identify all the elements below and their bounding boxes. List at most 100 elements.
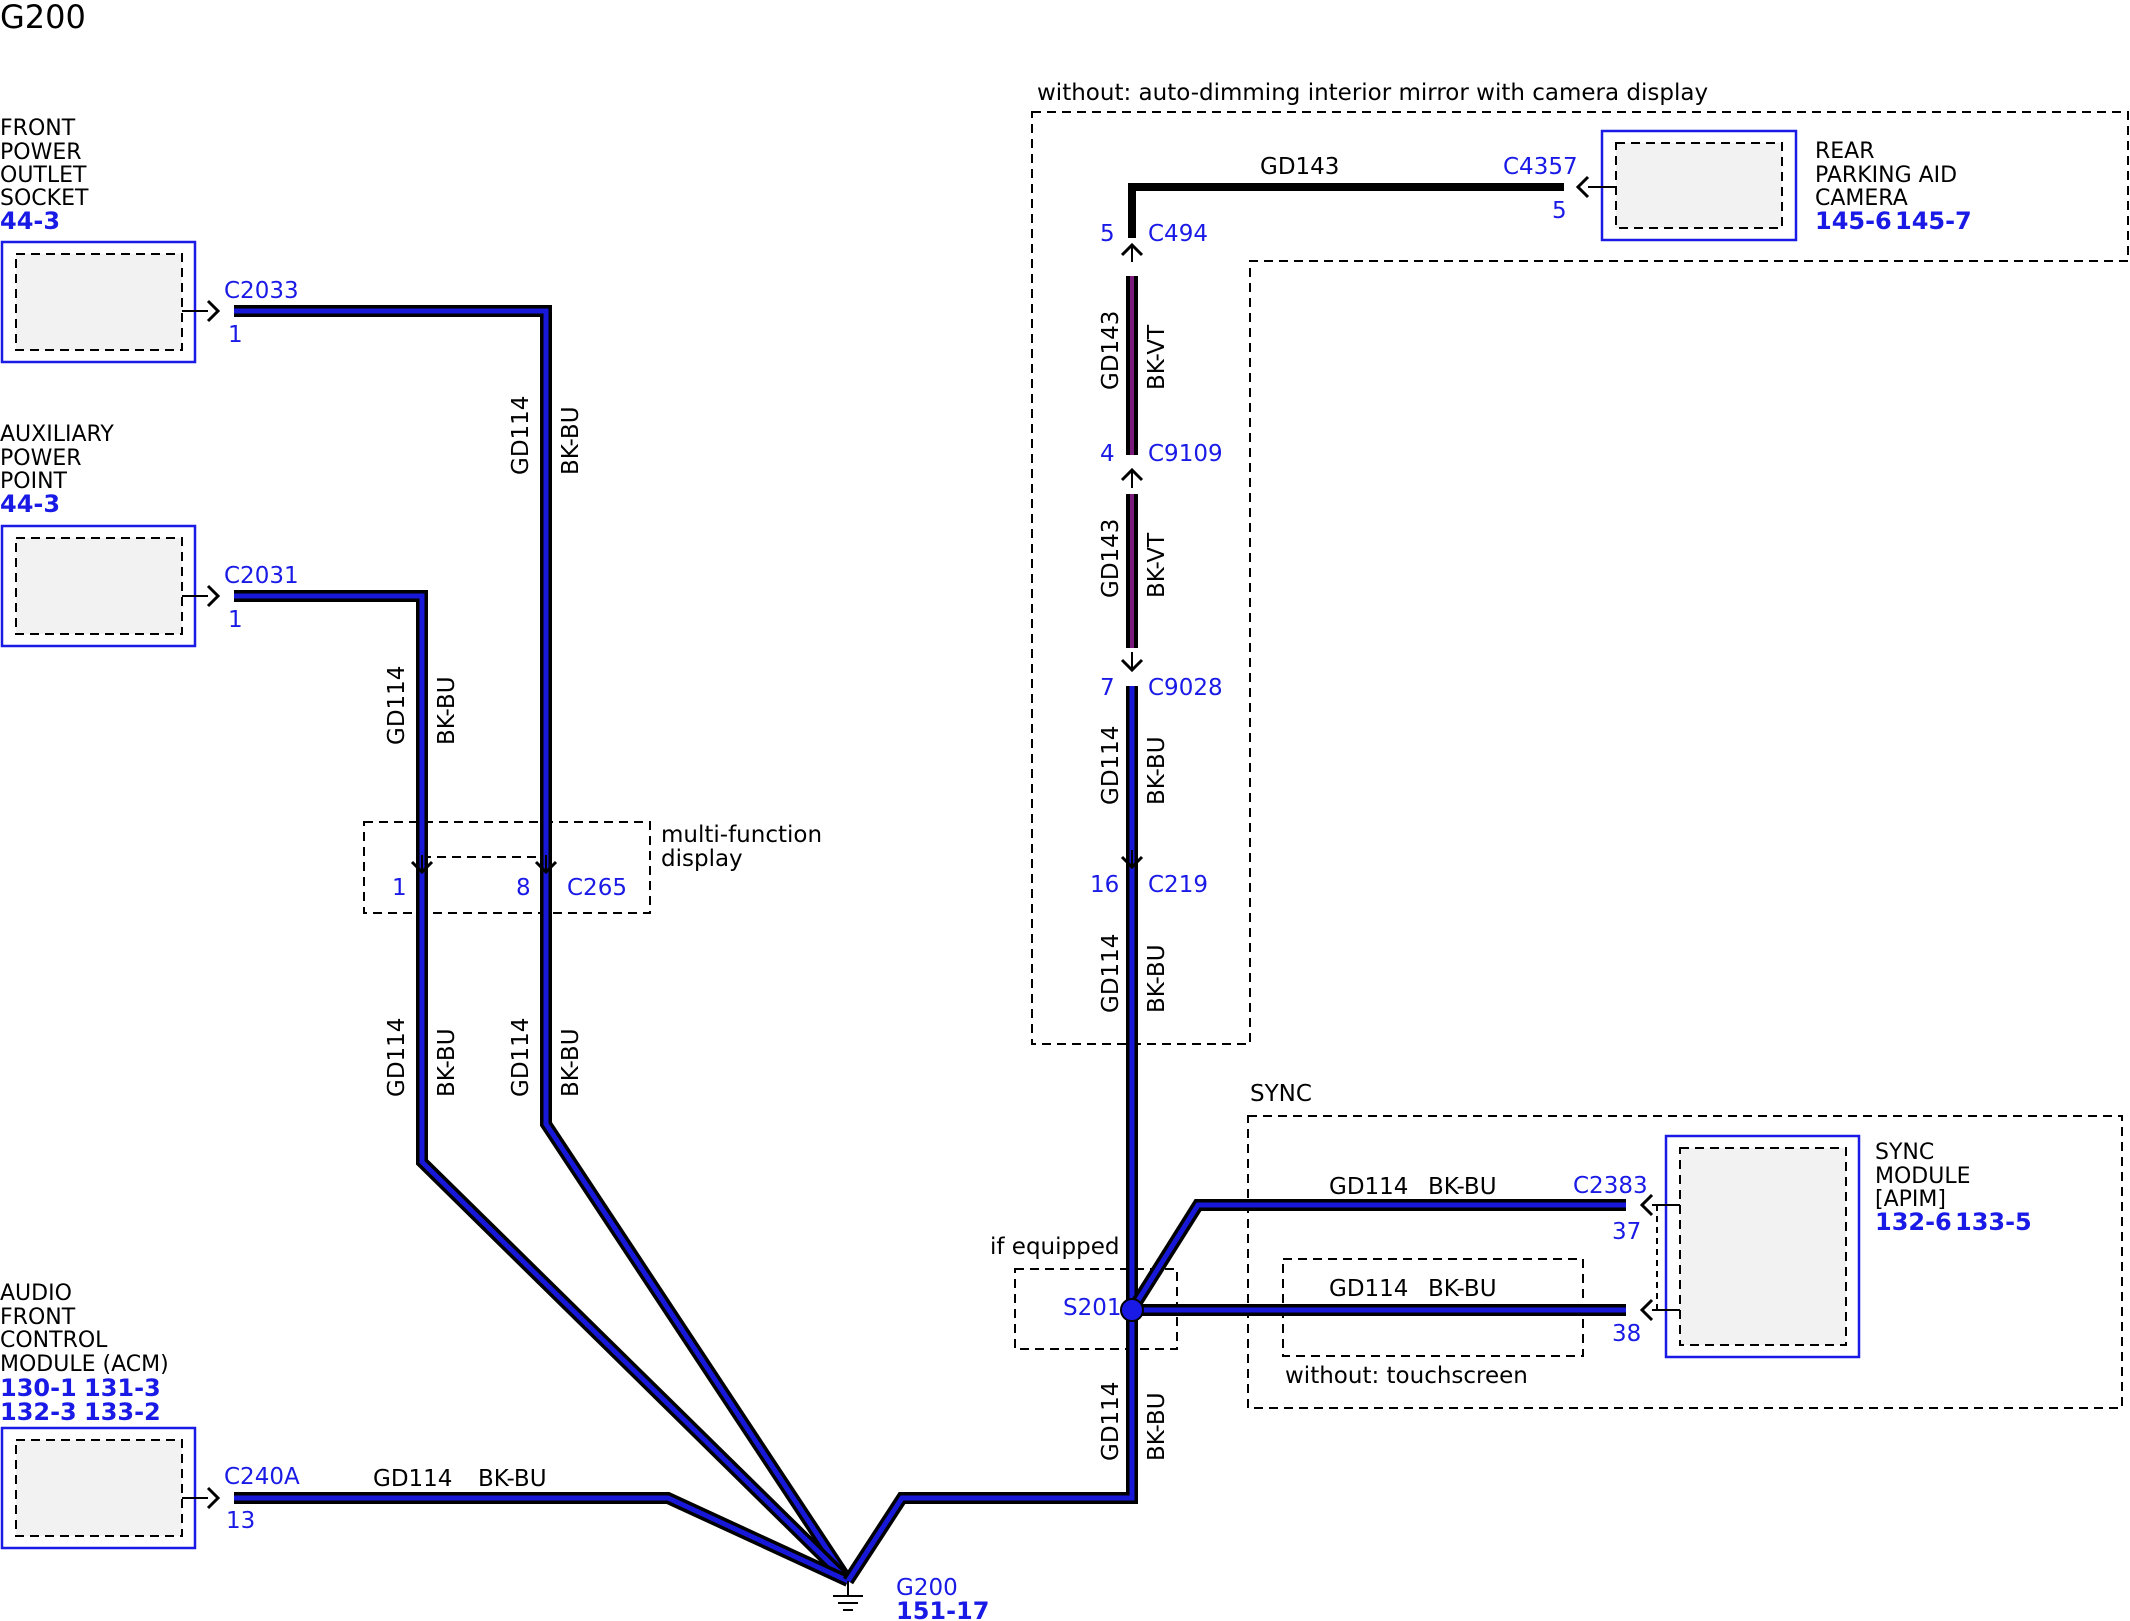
ground-g200-ref: 151-17 xyxy=(896,1597,989,1621)
svg-text:OUTLET: OUTLET xyxy=(0,163,87,188)
svg-text:POINT: POINT xyxy=(0,469,68,494)
wire-label-gd143-upper: GD143 xyxy=(1098,311,1124,390)
connector-c2031: C2031 xyxy=(224,563,299,589)
svg-text:MODULE (ACM): MODULE (ACM) xyxy=(0,1352,169,1377)
svg-text:MODULE: MODULE xyxy=(1875,1164,1971,1189)
connector-c494: C494 xyxy=(1148,221,1208,247)
diagram-title: G200 xyxy=(0,0,86,36)
wire-label-bkbu-sync37: BK-BU xyxy=(1428,1174,1497,1200)
wire-label-bkvt-lower: BK-VT xyxy=(1144,532,1170,598)
connector-c2383: C2383 xyxy=(1573,1173,1648,1199)
sync-region xyxy=(1247,1115,2123,1409)
svg-text:REAR: REAR xyxy=(1815,139,1875,164)
svg-text:POWER: POWER xyxy=(0,446,82,471)
camera-condition-label: without: auto-dimming interior mirror wi… xyxy=(1037,80,1708,106)
wire-label-gd114-c9028: GD114 xyxy=(1098,726,1124,805)
camera-condition-region xyxy=(1031,111,2129,1045)
multi-function-display-region xyxy=(363,821,651,914)
svg-text:AUDIO: AUDIO xyxy=(0,1281,72,1306)
svg-text:POWER: POWER xyxy=(0,140,82,165)
svg-text:44-3: 44-3 xyxy=(0,207,60,235)
connector-c219: C219 xyxy=(1148,872,1208,898)
wire-label-gd114-sync38: GD114 xyxy=(1329,1276,1408,1302)
connector-c240a: C240A xyxy=(224,1464,300,1490)
wire-label-bkvt-upper: BK-VT xyxy=(1144,324,1170,390)
wire-label-gd114-acm: GD114 xyxy=(373,1466,452,1492)
connector-c9028: C9028 xyxy=(1148,675,1223,701)
pin-c2383-37: 37 xyxy=(1612,1219,1641,1245)
splice-s201-label: S201 xyxy=(1063,1295,1122,1321)
wire-label-bkbu-s201: BK-BU xyxy=(1144,1392,1170,1461)
auxiliary-power-point-component xyxy=(0,524,221,648)
sync-region-label: SYNC xyxy=(1250,1081,1312,1107)
pin-c494: 5 xyxy=(1100,221,1115,247)
wire-label-gd114-front-outlet: GD114 xyxy=(508,396,534,475)
wire-label-bkbu-acm: BK-BU xyxy=(478,1466,547,1492)
svg-text:132-6: 132-6 xyxy=(1875,1208,1952,1236)
if-equipped-label: if equipped xyxy=(990,1234,1119,1260)
wire-label-gd114-c219: GD114 xyxy=(1098,934,1124,1013)
connector-c9109: C9109 xyxy=(1148,441,1223,467)
without-touchscreen-label: without: touchscreen xyxy=(1285,1363,1528,1389)
sync-module-component xyxy=(1639,1134,1861,1359)
pin-c2031: 1 xyxy=(228,607,243,633)
multi-function-display-label-1: multi-function xyxy=(661,822,822,848)
pin-c2383-38: 38 xyxy=(1612,1321,1641,1347)
audio-front-control-module-label: AUDIO FRONT CONTROL MODULE (ACM) 130-1 1… xyxy=(0,1281,169,1426)
wire-label-bkbu-aux: BK-BU xyxy=(434,676,460,745)
svg-text:133-2: 133-2 xyxy=(84,1398,161,1426)
wire-harness xyxy=(234,183,1626,1587)
svg-text:SYNC: SYNC xyxy=(1875,1140,1934,1165)
connector-c2033: C2033 xyxy=(224,278,299,304)
pin-c240a: 13 xyxy=(226,1508,255,1534)
svg-text:CONTROL: CONTROL xyxy=(0,1328,108,1353)
svg-text:145-7: 145-7 xyxy=(1895,207,1972,235)
svg-text:SOCKET: SOCKET xyxy=(0,186,89,211)
svg-text:FRONT: FRONT xyxy=(0,1305,76,1330)
pin-c265-1: 1 xyxy=(392,875,407,901)
wire-label-bkbu-display-pin1: BK-BU xyxy=(434,1028,460,1097)
svg-text:131-3: 131-3 xyxy=(84,1374,161,1402)
wire-label-gd114-sync37: GD114 xyxy=(1329,1174,1408,1200)
svg-text:CAMERA: CAMERA xyxy=(1815,186,1908,211)
svg-text:AUXILIARY: AUXILIARY xyxy=(0,422,114,447)
wire-label-bkbu-sync38: BK-BU xyxy=(1428,1276,1497,1302)
svg-text:132-3: 132-3 xyxy=(0,1398,77,1426)
svg-text:44-3: 44-3 xyxy=(0,490,60,518)
front-power-outlet-label: FRONT POWER OUTLET SOCKET 44-3 xyxy=(0,116,89,235)
svg-text:133-5: 133-5 xyxy=(1955,1208,2032,1236)
ground-g200-symbol xyxy=(833,1581,863,1611)
wire-label-gd143-lower: GD143 xyxy=(1098,519,1124,598)
auxiliary-power-point-label: AUXILIARY POWER POINT 44-3 xyxy=(0,422,114,518)
wire-label-bkbu-c219: BK-BU xyxy=(1144,944,1170,1013)
wire-label-bkbu-front-outlet: BK-BU xyxy=(558,406,584,475)
wire-label-gd114-display-pin8: GD114 xyxy=(508,1018,534,1097)
multi-function-display-label-2: display xyxy=(661,846,743,872)
pin-c2033: 1 xyxy=(228,322,243,348)
audio-front-control-module-component xyxy=(0,1426,221,1550)
pin-c265-8: 8 xyxy=(516,875,531,901)
rear-parking-aid-camera-component xyxy=(1575,129,1798,242)
pin-c219: 16 xyxy=(1090,872,1119,898)
connector-symbols xyxy=(410,242,1144,875)
svg-text:145-6: 145-6 xyxy=(1815,207,1892,235)
wire-label-gd143-camera: GD143 xyxy=(1260,154,1339,180)
connector-c4357: C4357 xyxy=(1503,154,1578,180)
wire-label-gd114-aux: GD114 xyxy=(384,666,410,745)
splice-s201-dot xyxy=(1120,1298,1144,1322)
wire-label-gd114-display-pin1: GD114 xyxy=(384,1018,410,1097)
wire-label-bkbu-display-pin8: BK-BU xyxy=(558,1028,584,1097)
svg-text:[APIM]: [APIM] xyxy=(1875,1187,1946,1212)
pin-c9028: 7 xyxy=(1100,675,1115,701)
pin-c4357: 5 xyxy=(1552,198,1567,224)
connector-c265: C265 xyxy=(567,875,627,901)
wire-label-bkbu-c9028: BK-BU xyxy=(1144,736,1170,805)
ground-g200-label: G200 xyxy=(896,1575,958,1601)
rear-parking-aid-camera-label: REAR PARKING AID CAMERA 145-6 145-7 xyxy=(1815,139,1972,235)
front-power-outlet-component xyxy=(0,240,221,364)
svg-text:FRONT: FRONT xyxy=(0,116,76,141)
sync-module-label: SYNC MODULE [APIM] 132-6 133-5 xyxy=(1875,1140,2032,1236)
wire-label-gd114-s201: GD114 xyxy=(1098,1382,1124,1461)
pin-c9109: 4 xyxy=(1100,441,1115,467)
